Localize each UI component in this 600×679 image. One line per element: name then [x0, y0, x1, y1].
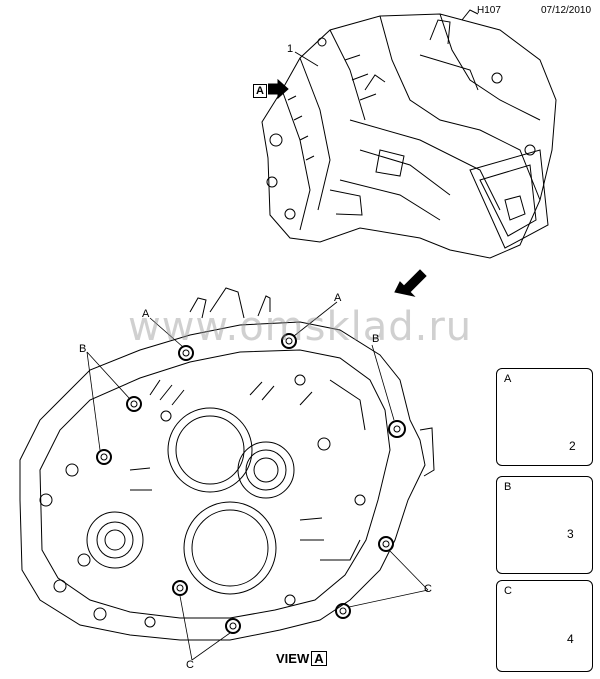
legend-letter-b: B — [504, 481, 512, 493]
legend-number-3: 3 — [567, 527, 574, 541]
legend-letter-c: C — [504, 585, 512, 597]
watermark-text: www.omsklad.ru — [128, 304, 473, 350]
legend-letter-a: A — [504, 373, 512, 385]
view-caption-text: VIEW — [276, 651, 310, 666]
callout-c-right: C — [424, 583, 432, 595]
diagram-code: H107 — [477, 5, 501, 16]
callout-a-right: A — [334, 292, 342, 304]
gearbox-assembly-illustration — [261, 9, 557, 259]
callout-1: 1 — [287, 43, 294, 55]
legend-box-a: A 2 — [496, 368, 593, 466]
fastener-markers — [96, 333, 406, 634]
view-a-arrow-icon — [268, 78, 289, 100]
legend-box-b: B 3 — [496, 476, 593, 574]
view-caption-letter: A — [311, 651, 327, 666]
callout-a-left: A — [142, 308, 150, 320]
callout-b-left: B — [79, 343, 87, 355]
callout-b-right: B — [372, 333, 380, 345]
transmission-housing-illustration — [19, 287, 435, 641]
legend-number-2: 2 — [569, 439, 576, 453]
front-arrow-icon — [394, 269, 427, 297]
callout-c-bottom: C — [186, 659, 194, 671]
diagram-date: 07/12/2010 — [541, 5, 592, 16]
legend-box-c: C 4 — [496, 580, 593, 672]
view-a-label: A — [253, 84, 267, 98]
legend-number-4: 4 — [567, 632, 574, 646]
